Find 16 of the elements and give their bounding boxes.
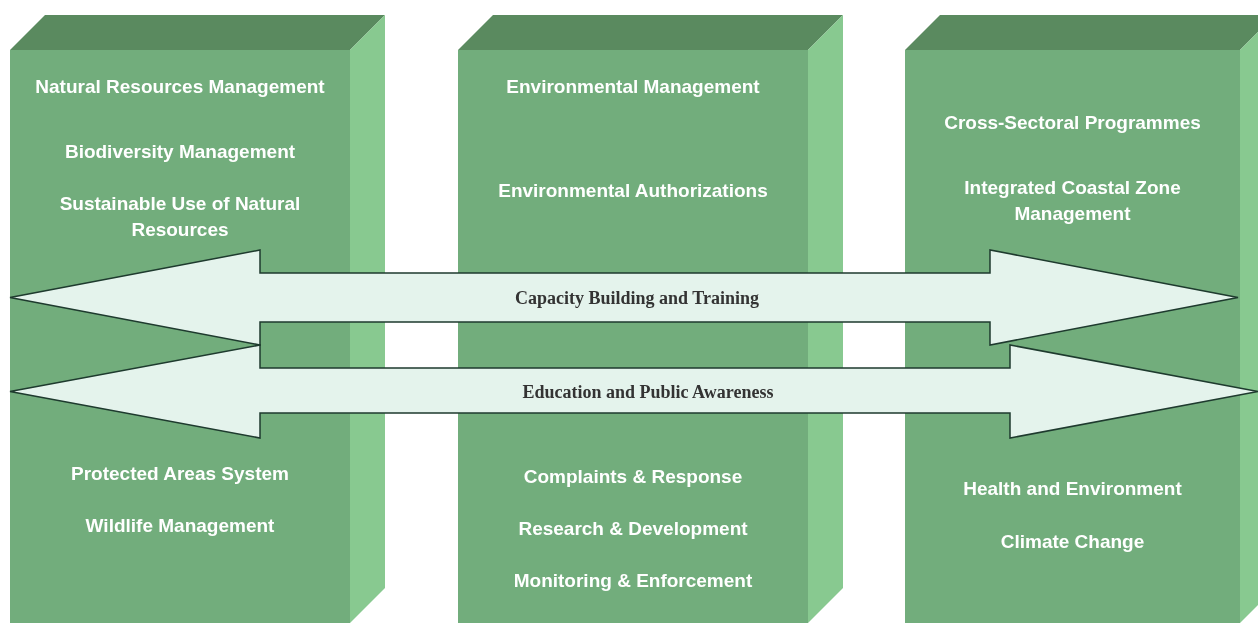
pillar-label: Cross-Sectoral Programmes <box>943 111 1202 135</box>
pillar-label: Climate Change <box>999 530 1146 554</box>
pillar-label: Sustainable Use of Natural Resources <box>58 192 302 242</box>
pillar-label: Environmental Management <box>505 75 761 99</box>
pillar-label: Health and Environment <box>962 477 1183 501</box>
pillar-label: Monitoring & Enforcement <box>512 569 754 593</box>
pillar-label: Wildlife Management <box>84 514 276 538</box>
pillar-label: Research & Development <box>517 517 749 541</box>
pillar-label: Integrated Coastal Zone Management <box>963 176 1182 226</box>
pillar-label: Protected Areas System <box>70 462 290 486</box>
pillar-label: Natural Resources Management <box>34 75 326 99</box>
pillar-label: Environmental Authorizations <box>497 179 769 203</box>
band-label: Capacity Building and Training <box>515 287 759 308</box>
band-label: Education and Public Awareness <box>522 381 774 402</box>
pillar-label: Biodiversity Management <box>63 140 297 164</box>
pillar-label: Complaints & Response <box>522 465 744 489</box>
